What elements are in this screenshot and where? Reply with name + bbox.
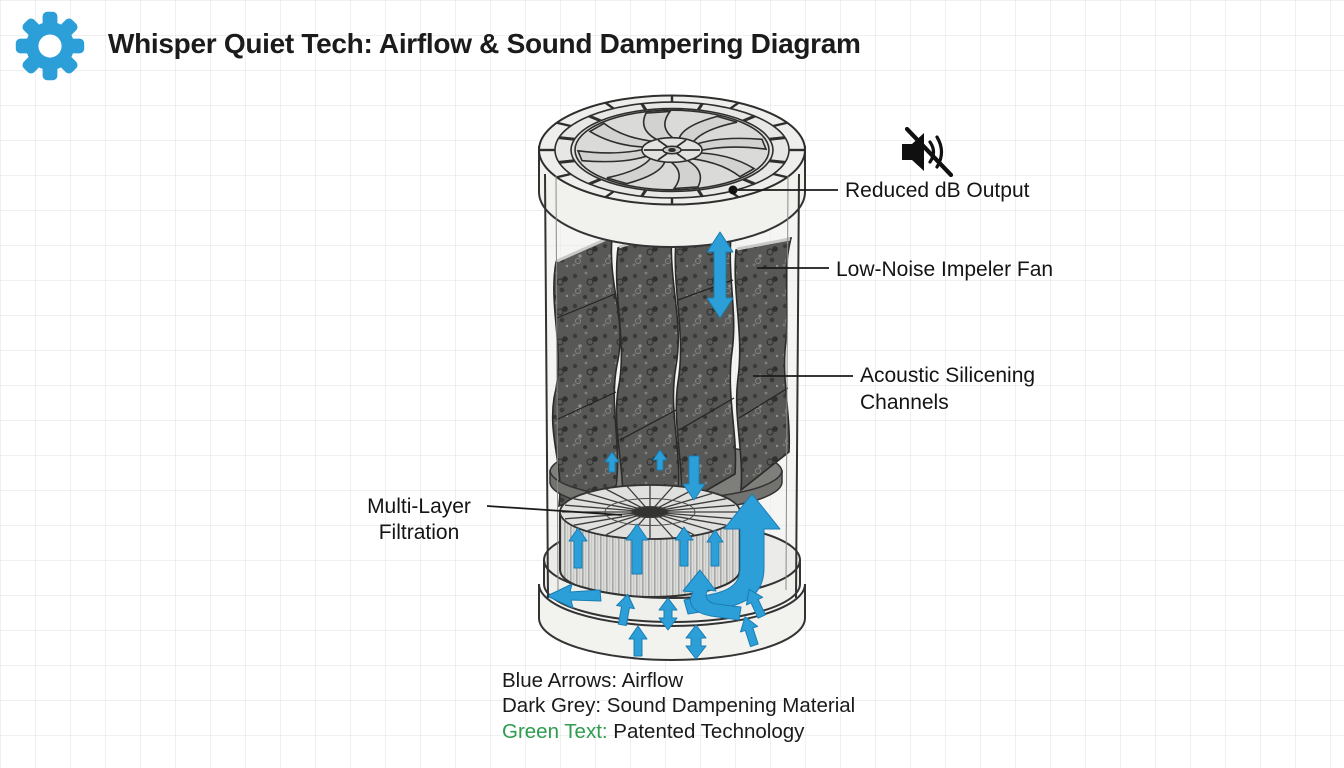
legend-green-text: Green Text: Patented Technology [502,719,855,744]
label-reduced-db-output: Reduced dB Output [845,179,1030,202]
label-multi-layer-filtration: Multi-Layer Filtration [352,494,486,546]
leader-lines [486,185,853,516]
legend: Blue Arrows: Airflow Dark Grey: Sound Da… [502,668,855,744]
label-low-noise-impeller-fan: Low-Noise Impeler Fan [836,258,1054,281]
impeller-fan-top [539,95,805,204]
sound-dampening-panels [551,224,793,514]
legend-green-rest: Patented Technology [607,719,805,743]
label-filtration-line2: Filtration [378,521,460,544]
label-acoustic-line1: Acoustic Silicening [860,364,1036,387]
cylinder-walls [544,173,800,599]
page-title: Whisper Quiet Tech: Airflow & Sound Damp… [108,28,861,59]
muted-speaker-icon [902,127,954,177]
legend-blue-arrows: Blue Arrows: Airflow [502,669,684,692]
gear-icon [15,11,85,81]
label-acoustic-silencing-channels: Acoustic Silicening Channels [860,362,1035,416]
label-filtration-line1: Multi-Layer [367,495,471,518]
legend-dark-grey: Dark Grey: Sound Dampening Material [502,694,856,718]
legend-green-label: Green Text: [502,719,608,743]
airflow-arrows [546,231,781,660]
label-acoustic-line2: Channels [860,391,949,414]
